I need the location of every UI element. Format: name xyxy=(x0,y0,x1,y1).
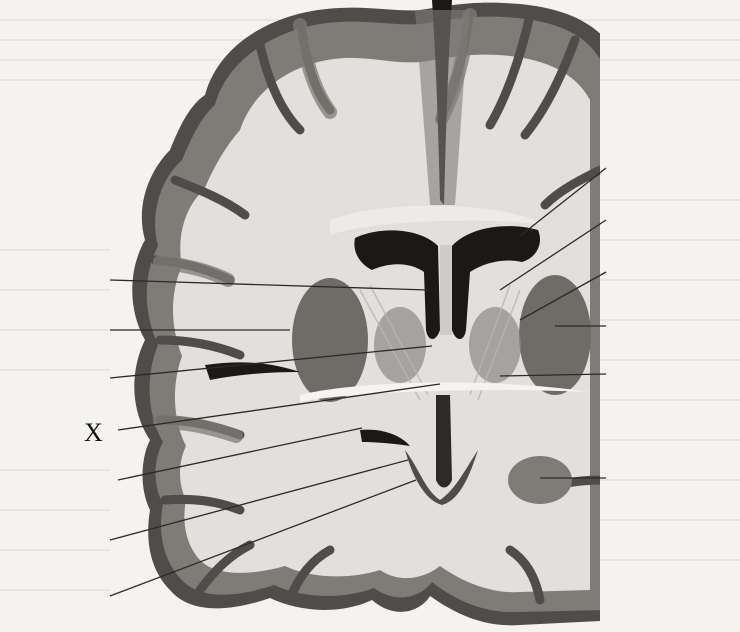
lentiform-nucleus-right xyxy=(519,275,591,395)
septum-pellucidum xyxy=(440,245,452,335)
structure-marker-label: X xyxy=(84,418,103,448)
thalamus-right xyxy=(469,307,521,383)
lentiform-nucleus-left xyxy=(292,278,368,402)
temporal-gyrus-right xyxy=(508,456,572,504)
third-ventricle xyxy=(436,395,452,488)
thalamus-left xyxy=(374,307,426,383)
